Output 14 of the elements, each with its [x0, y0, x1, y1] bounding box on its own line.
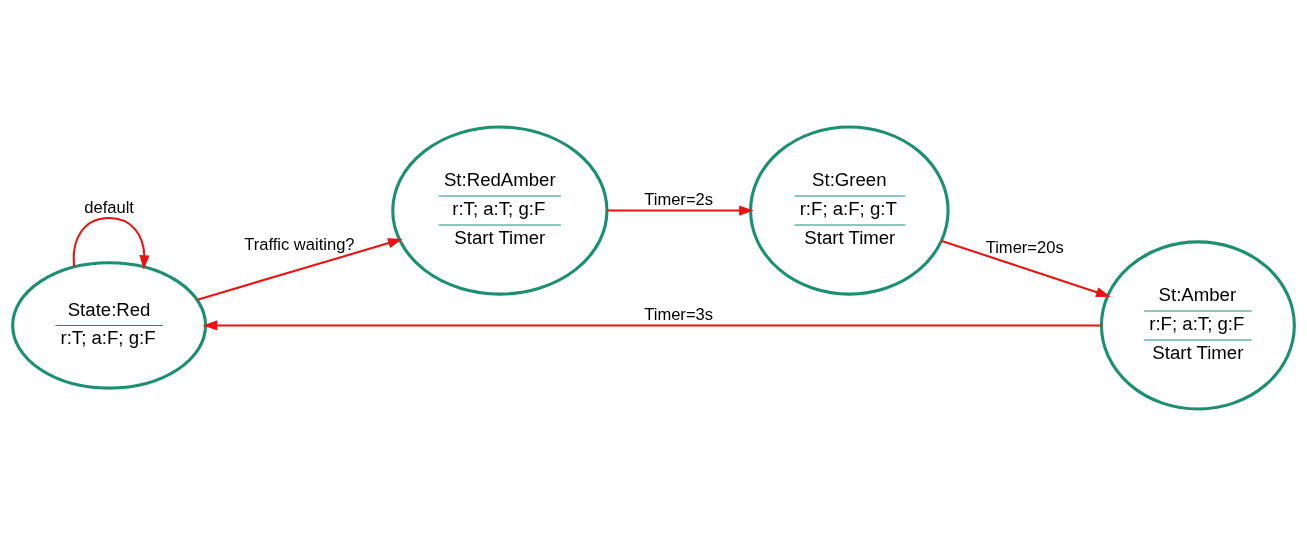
- node-ellipse: St:RedAmber r:T; a:T; g:F Start Timer: [391, 125, 609, 296]
- edge-label: Timer=3s: [644, 304, 714, 324]
- edge-label: Timer=20s: [985, 237, 1064, 257]
- arrow: [197, 237, 403, 301]
- arrow: [72, 216, 150, 270]
- arrow: [202, 319, 1101, 330]
- node-ellipse: State:Red r:T; a:F; g:F: [11, 260, 208, 390]
- edge-label: Timer=2s: [644, 189, 714, 209]
- arrow: [941, 239, 1111, 297]
- edge-label: Traffic waiting?: [244, 234, 355, 254]
- node-ellipse: St:Green r:F; a:F; g:T Start Timer: [749, 125, 950, 296]
- arrow: [607, 205, 754, 216]
- node-ellipse: St:Amber r:F; a:T; g:F Start Timer: [1099, 239, 1296, 411]
- edge-label: default: [84, 197, 134, 217]
